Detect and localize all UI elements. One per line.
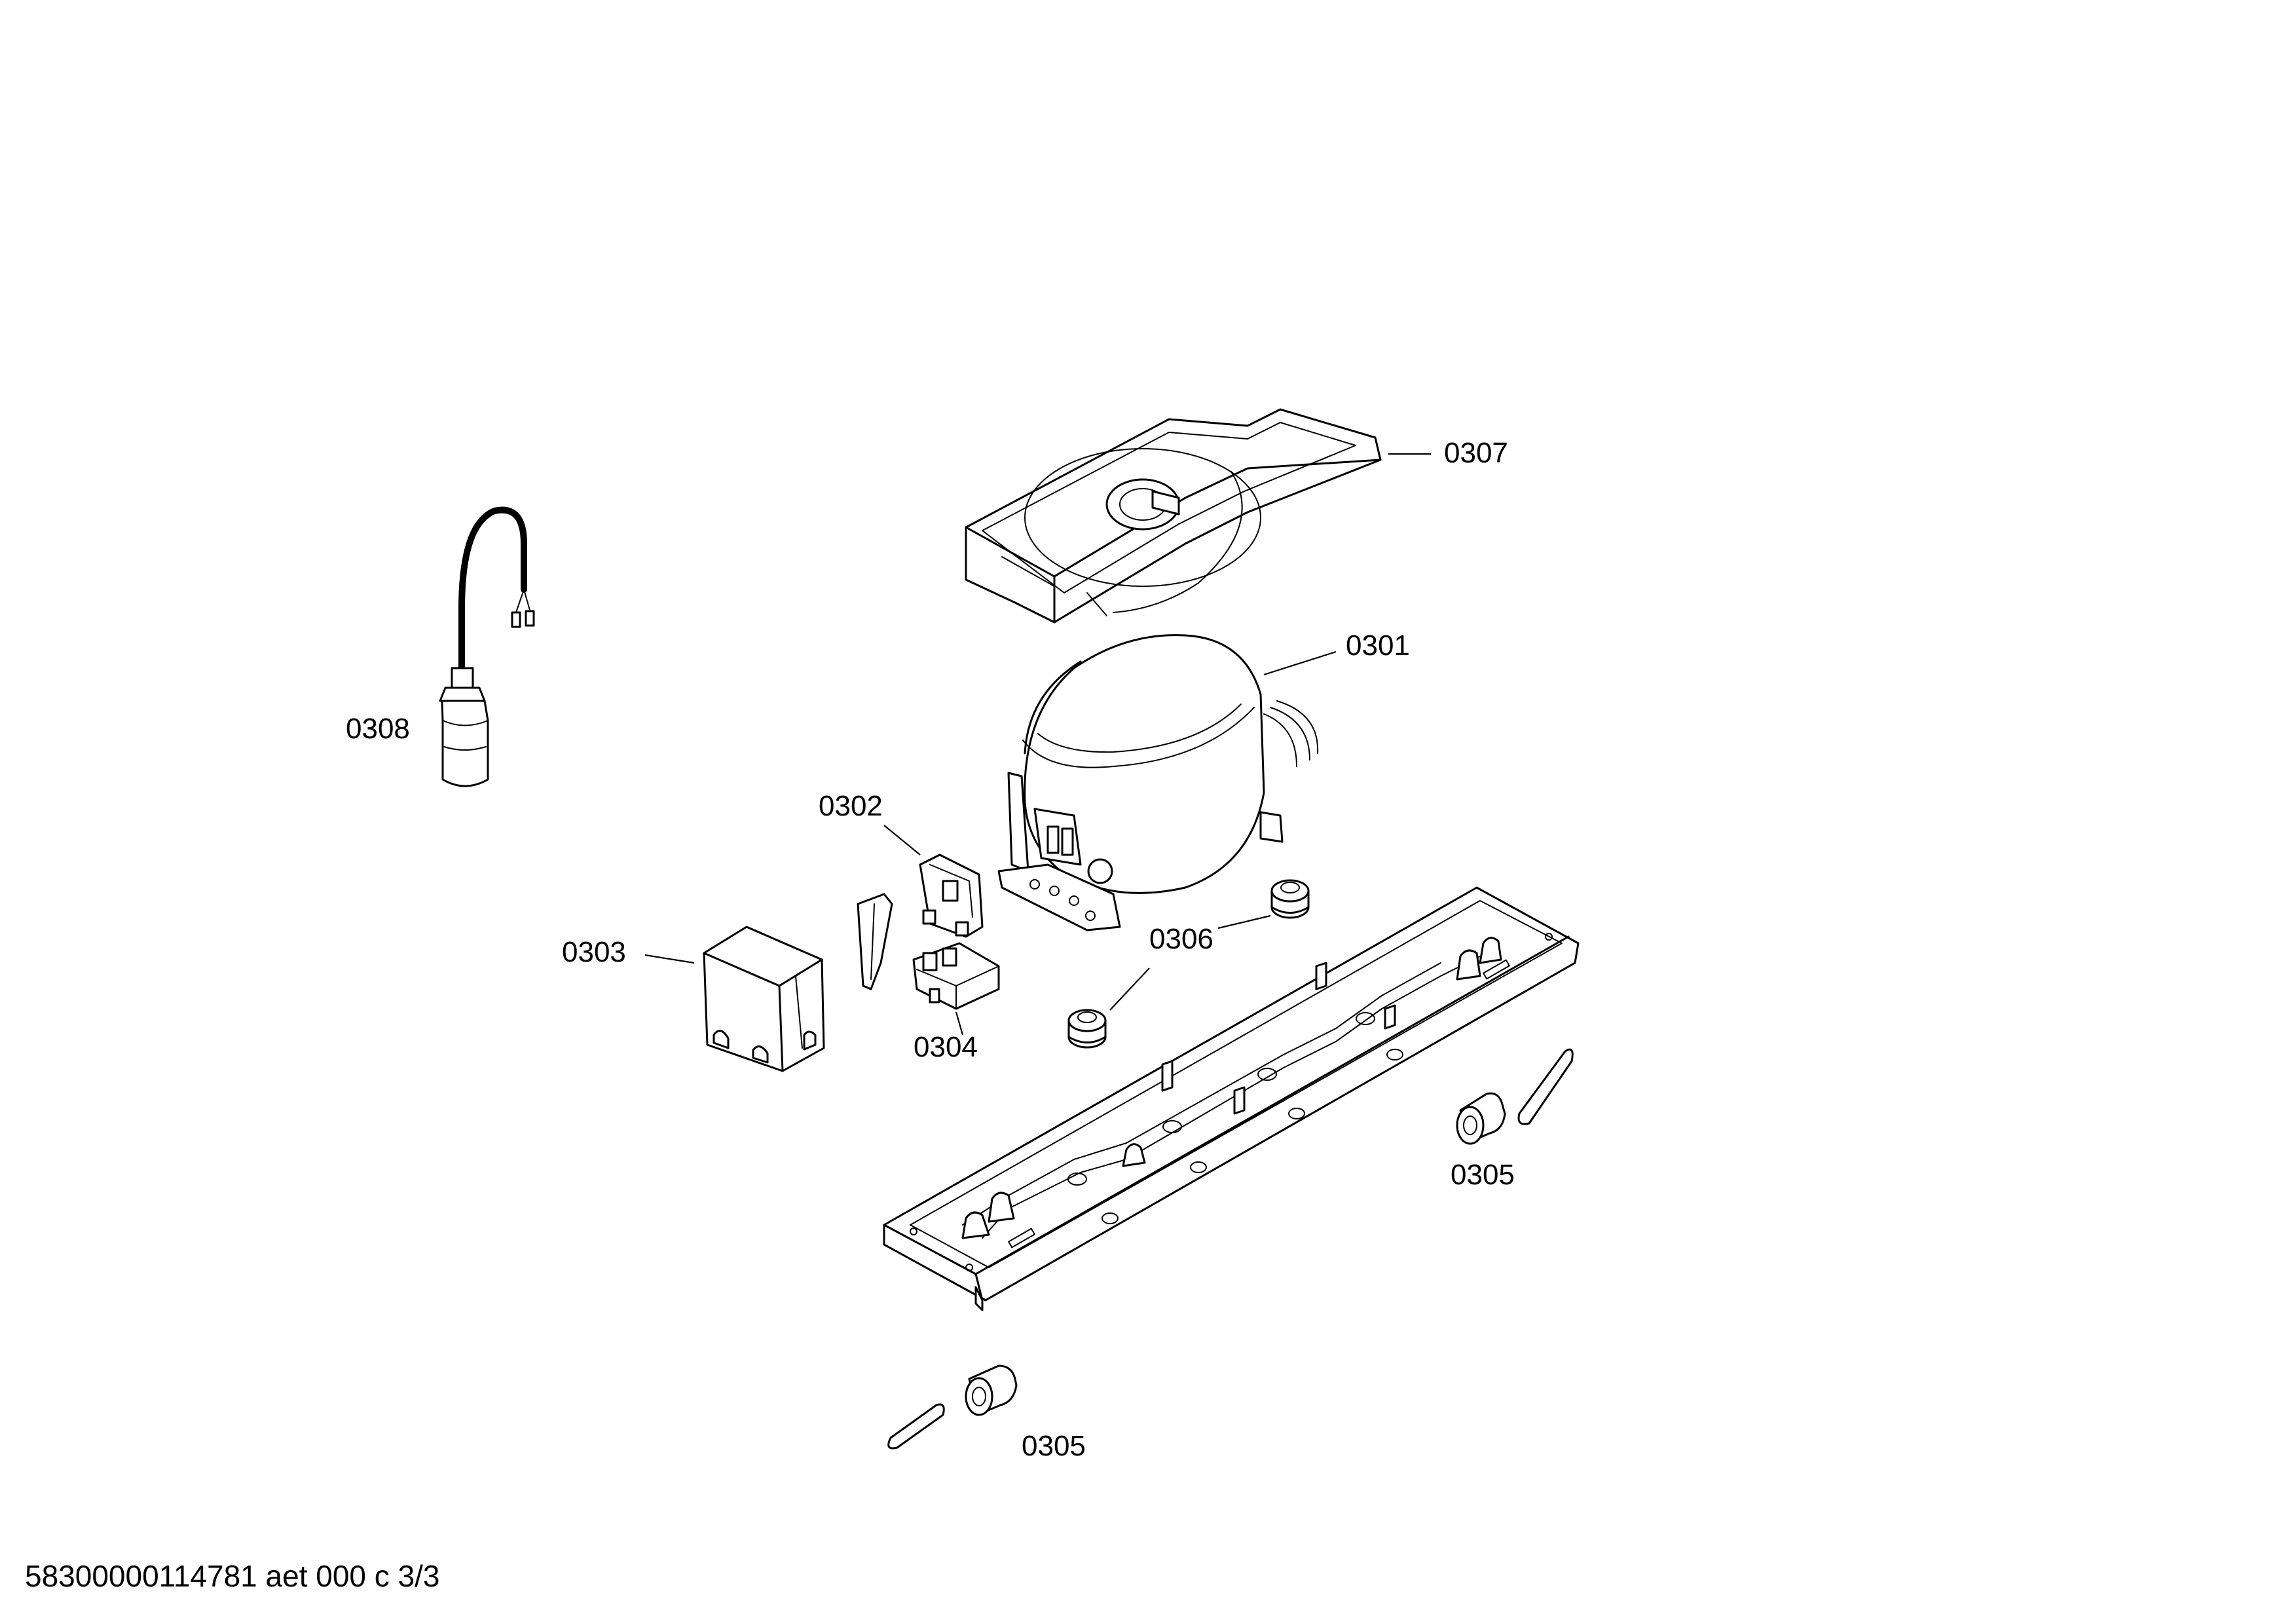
leader-0303 — [644, 954, 695, 964]
label-0308: 0308 — [346, 713, 410, 745]
relay[interactable] — [857, 854, 984, 990]
leader-0304 — [955, 1011, 964, 1036]
leader-0301 — [1263, 650, 1337, 676]
label-0307: 0307 — [1444, 437, 1508, 469]
label-0302: 0302 — [819, 790, 883, 822]
label-0304: 0304 — [914, 1031, 978, 1063]
leader-0302 — [883, 825, 921, 855]
drip-tray[interactable] — [965, 408, 1382, 624]
overload-protector[interactable] — [912, 942, 1000, 1010]
relay-cover[interactable] — [703, 926, 825, 1072]
document-code: 58300000114781 aet 000 c 3/3 — [25, 1559, 440, 1593]
label-0306: 0306 — [1149, 923, 1213, 955]
grommet-upper[interactable] — [1270, 879, 1310, 919]
compressor[interactable] — [997, 634, 1319, 931]
leader-0306-lower — [1109, 967, 1150, 1011]
grommet-lower[interactable] — [1067, 1009, 1107, 1049]
label-0305-right: 0305 — [1451, 1159, 1515, 1191]
base-rail[interactable] — [883, 886, 1580, 1311]
capacitor[interactable] — [439, 506, 535, 787]
label-0301: 0301 — [1346, 629, 1410, 662]
leader-0306-upper — [1217, 914, 1271, 929]
label-0305-left: 0305 — [1022, 1430, 1086, 1462]
sleeve-pin-right[interactable] — [1456, 1048, 1574, 1145]
label-0303: 0303 — [562, 936, 626, 968]
sleeve-pin-left[interactable] — [887, 1364, 1018, 1450]
